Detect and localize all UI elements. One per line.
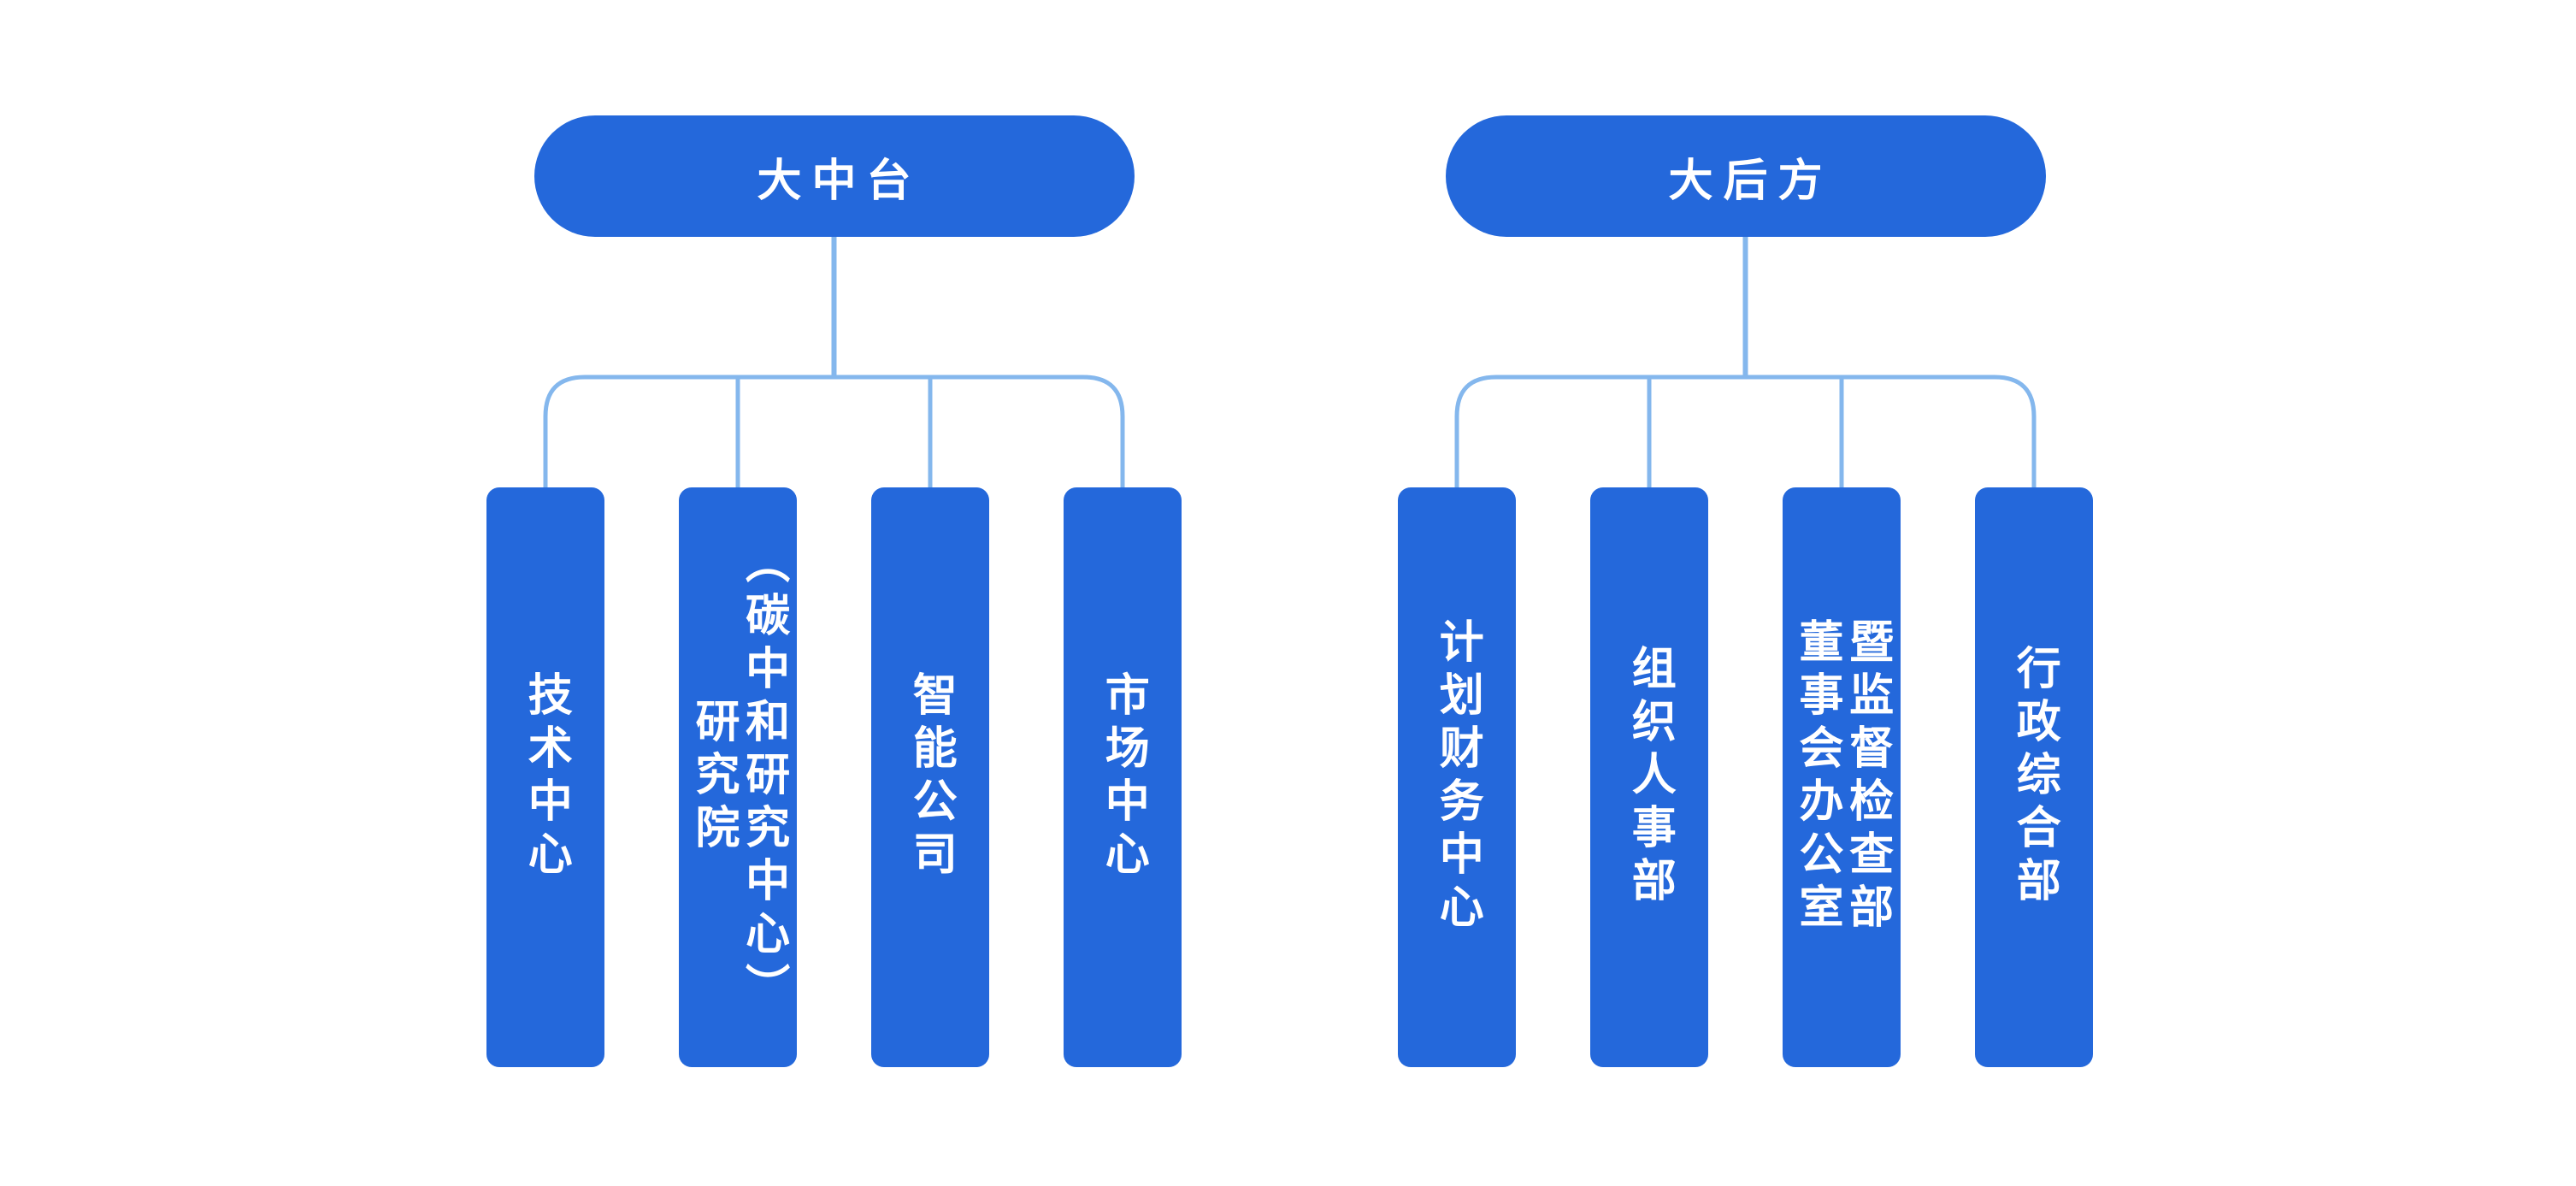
root-node-label: 大中台 bbox=[757, 156, 922, 206]
child-node-admin-general-dept[interactable]: 行政综合部 bbox=[1975, 487, 2093, 1067]
child-node-planning-finance-center[interactable]: 计划财务中心 bbox=[1398, 487, 1516, 1067]
node-label-column: 行政综合部 bbox=[2009, 645, 2060, 910]
root-node-rear-support[interactable]: 大后方 bbox=[1445, 115, 2046, 237]
connector-lines-middle-platform bbox=[543, 237, 1125, 487]
children-row: 技术中心 研究院 （碳中和研究中心） 智能公司 市场中心 bbox=[486, 487, 1182, 1067]
child-node-org-hr-dept[interactable]: 组织人事部 bbox=[1590, 487, 1708, 1067]
bus-line bbox=[1454, 375, 2037, 487]
root-node-middle-platform[interactable]: 大中台 bbox=[533, 115, 1135, 237]
group-middle-platform: 大中台 技术中心 研究院 （碳中和研究中心） 智能公司 市场中心 bbox=[486, 115, 1182, 1067]
child-node-intelligent-company[interactable]: 智能公司 bbox=[871, 487, 989, 1067]
node-label-column: （碳中和研究中心） bbox=[738, 539, 788, 1016]
child-node-research-institute[interactable]: 研究院 （碳中和研究中心） bbox=[679, 487, 797, 1067]
root-node-label: 大后方 bbox=[1668, 156, 1833, 206]
child-node-market-center[interactable]: 市场中心 bbox=[1064, 487, 1182, 1067]
node-label-column: 智能公司 bbox=[905, 671, 956, 883]
node-label-column: 董事会办公室 bbox=[1792, 618, 1842, 936]
node-label-column: 计划财务中心 bbox=[1432, 618, 1483, 936]
node-label-column: 暨监督检查部 bbox=[1842, 618, 1892, 936]
node-label-column: 技术中心 bbox=[521, 671, 571, 883]
node-label-column: 市场中心 bbox=[1098, 671, 1148, 883]
node-label-column: 组织人事部 bbox=[1624, 645, 1675, 910]
children-row: 计划财务中心 组织人事部 董事会办公室 暨监督检查部 行政综合部 bbox=[1398, 487, 2093, 1067]
child-node-board-office-supervision-dept[interactable]: 董事会办公室 暨监督检查部 bbox=[1783, 487, 1901, 1067]
group-rear-support: 大后方 计划财务中心 组织人事部 董事会办公室 暨监督检查部 行政综合部 bbox=[1398, 115, 2093, 1067]
child-node-tech-center[interactable]: 技术中心 bbox=[486, 487, 604, 1067]
bus-line bbox=[543, 375, 1125, 487]
connector-lines-rear-support bbox=[1454, 237, 2037, 487]
node-label-column: 研究院 bbox=[688, 698, 738, 857]
